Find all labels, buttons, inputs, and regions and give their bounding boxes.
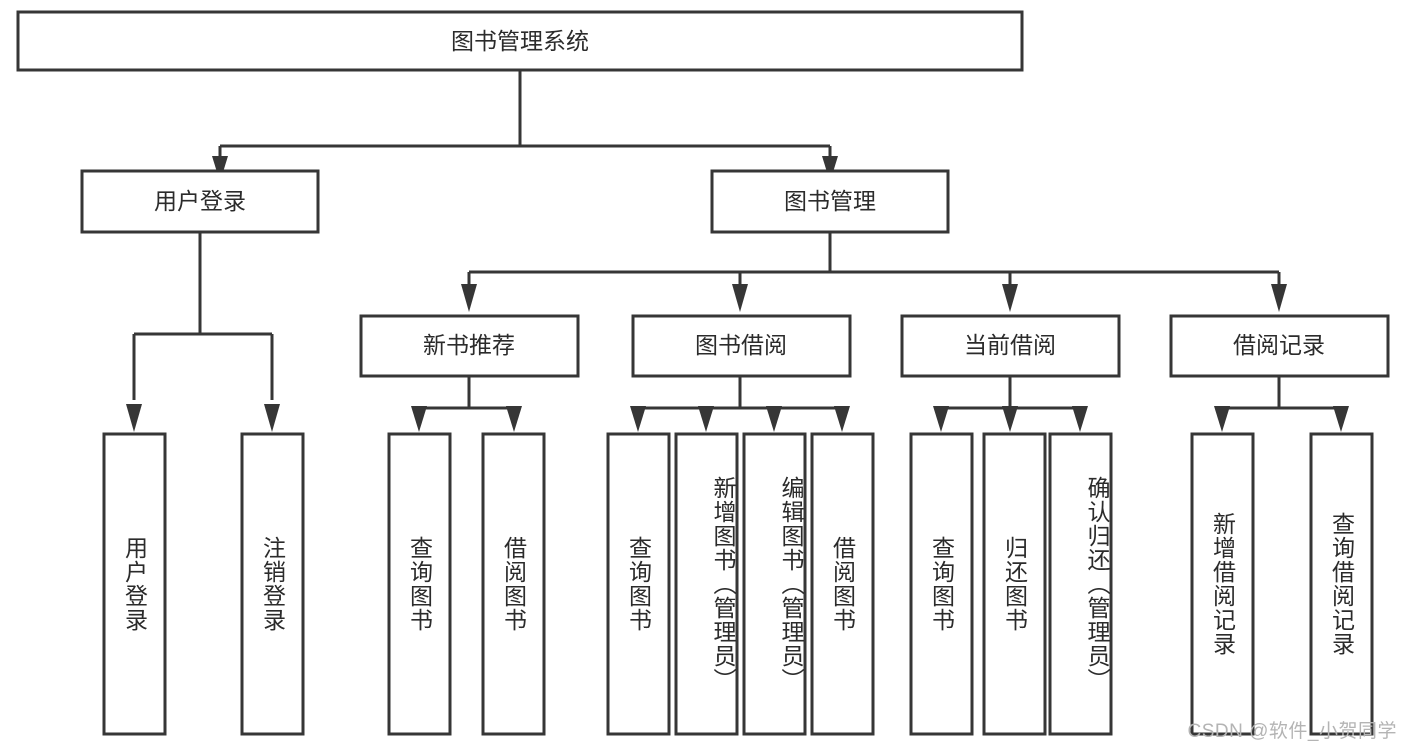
leaf-edit-book-admin-box[interactable] [742,432,807,736]
leaf-add-book-admin-box[interactable] [674,432,739,736]
node-book-management-box[interactable] [710,169,950,234]
node-current-borrow-label: 当前借阅 [964,332,1056,358]
arrowhead-leaf-query-books-borrow [630,406,646,432]
arrowhead-leaf-user-login [126,404,142,432]
node-root-box[interactable] [16,10,1024,72]
node-user-login-box[interactable] [80,169,320,234]
arrowhead-leaf-add-borrow-record [1214,406,1230,432]
node-new-book-recommend-label: 新书推荐 [423,332,515,358]
edge-bookborrow-to-bus [636,376,844,414]
leaf-logout-login-box[interactable] [240,432,305,736]
node-root-label: 图书管理系统 [451,28,589,54]
arrowhead-leaf-borrow-books-borrow [834,406,850,432]
leaf-query-borrow-record-box[interactable] [1309,432,1374,736]
edge-root-to-level2-bus [218,70,832,166]
node-new-book-recommend[interactable]: 新书推荐 [359,314,580,378]
node-book-management-label: 图书管理 [784,188,876,214]
leaf-query-books-borrow-box[interactable] [606,432,671,736]
node-book-borrow[interactable]: 图书借阅 [631,314,852,378]
arrowhead-leaf-return-books [1002,406,1018,432]
edge-bookmanagement-to-bus [467,232,1281,288]
leaf-query-books-current-box[interactable] [909,432,974,736]
node-user-login[interactable]: 用户登录 [80,169,320,234]
node-user-login-label: 用户登录 [154,188,246,214]
arrowhead-leaf-confirm-return-admin [1072,406,1088,432]
arrowhead-leaf-query-books-current [933,406,949,432]
edge-userlogin-to-bus [132,232,274,400]
node-current-borrow-box[interactable] [900,314,1121,378]
node-root[interactable]: 图书管理系统 [16,10,1024,72]
arrowhead-leaf-logout-login [264,404,280,432]
arrowhead-leaf-query-books-recommend [411,406,427,432]
leaf-box-layer [102,432,1374,736]
arrowhead-leaf-borrow-books-recommend [506,406,522,432]
arrowhead-borrow-record [1271,284,1287,312]
leaf-return-books-box[interactable] [982,432,1047,736]
leaf-user-login-box[interactable] [102,432,167,736]
edge-newbook-to-bus [417,376,516,414]
csdn-watermark: CSDN @软件_小贺同学 [1187,721,1397,742]
arrowhead-book-management [822,156,838,182]
node-current-borrow[interactable]: 当前借阅 [900,314,1121,378]
arrowhead-leaf-edit-book-admin [766,406,782,432]
node-book-borrow-label: 图书借阅 [695,332,787,358]
node-borrow-record-box[interactable] [1169,314,1390,378]
node-book-borrow-box[interactable] [631,314,852,378]
edge-borrowrecord-to-bus [1220,376,1343,414]
arrowhead-user-login [212,156,228,182]
connector-layer [126,70,1349,432]
node-new-book-recommend-box[interactable] [359,314,580,378]
arrowhead-leaf-add-book-admin [698,406,714,432]
node-borrow-record-label: 借阅记录 [1233,332,1325,358]
leaf-query-books-recommend-box[interactable] [387,432,452,736]
node-book-management[interactable]: 图书管理 [710,169,950,234]
leaf-borrow-books-borrow-box[interactable] [810,432,875,736]
node-borrow-record[interactable]: 借阅记录 [1169,314,1390,378]
arrowhead-leaf-query-borrow-record [1333,406,1349,432]
leaf-borrow-books-recommend-box[interactable] [481,432,546,736]
arrowhead-book-borrow [732,284,748,312]
arrowhead-new-book-recommend [461,284,477,312]
leaf-add-borrow-record-box[interactable] [1190,432,1255,736]
arrowhead-current-borrow [1002,284,1018,312]
leaf-confirm-return-admin-box[interactable] [1048,432,1113,736]
